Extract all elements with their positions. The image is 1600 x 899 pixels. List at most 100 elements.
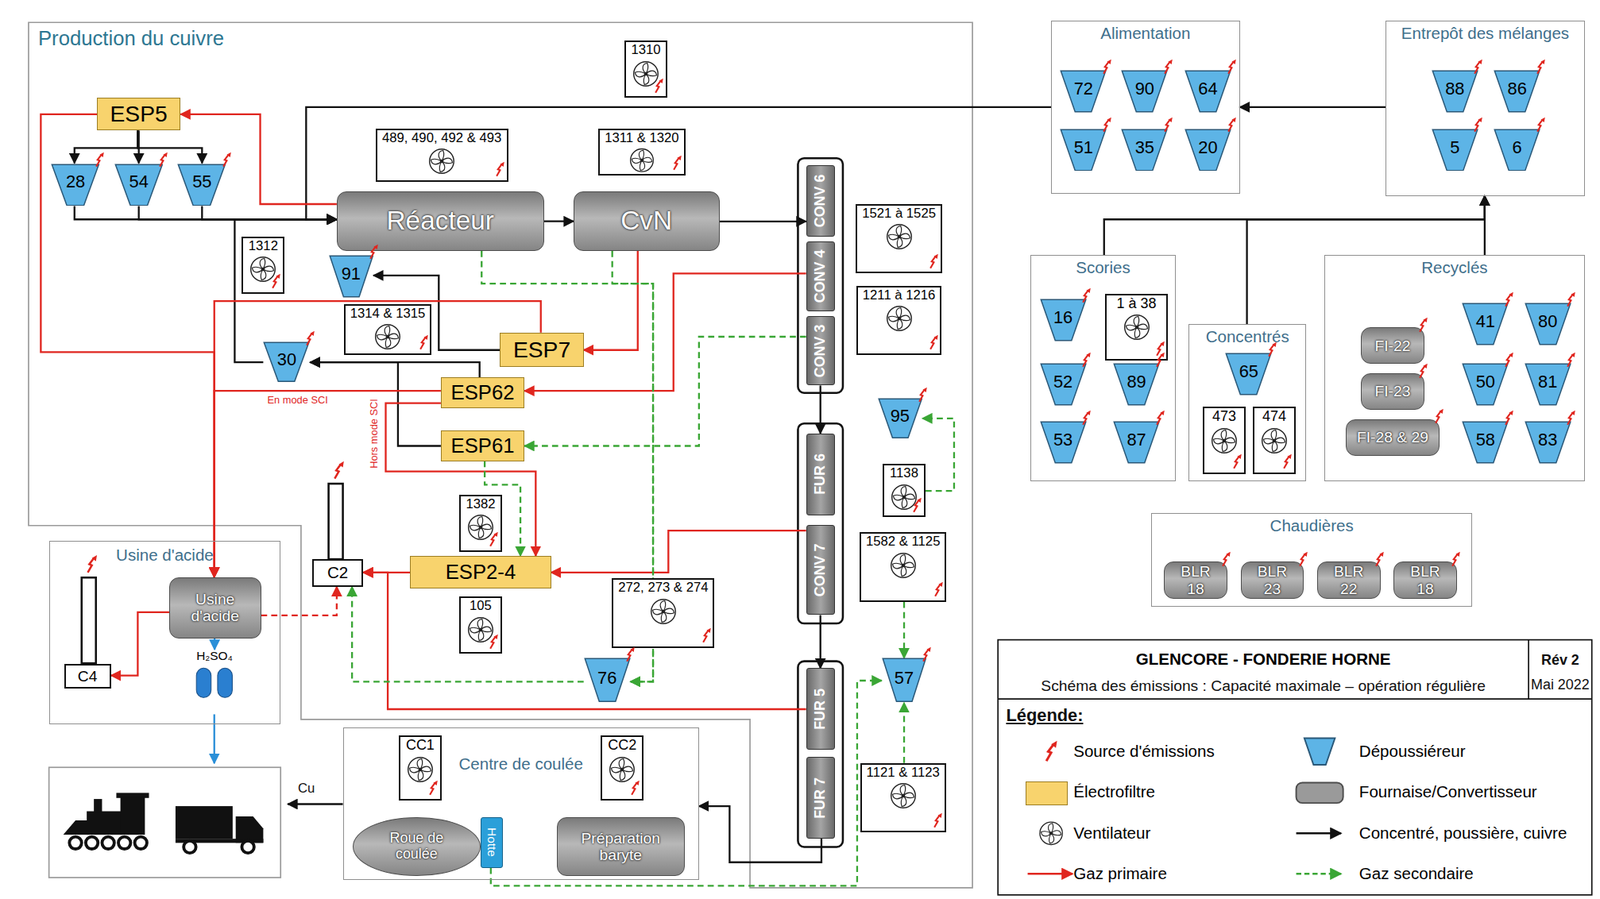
area-region: Scories161 à 3852895387 (1030, 255, 1175, 482)
flow-connector (74, 130, 139, 163)
acid-arrow (213, 714, 216, 764)
dust-collector: 52 (1039, 363, 1087, 406)
flow-connector (234, 219, 337, 363)
dust-shape (115, 164, 163, 205)
dust-collector: 72 (1059, 69, 1107, 113)
node-label: 35 (1135, 138, 1155, 158)
node-label: CONV 6 (812, 174, 829, 229)
converter-box: CONV 3 (806, 316, 835, 386)
column-outline (797, 423, 843, 624)
node-label: 1211 à 1216 (862, 288, 936, 303)
hood-box: Hotte (480, 817, 503, 869)
node-label: 81 (1538, 372, 1558, 392)
emission-mark (1418, 363, 1429, 380)
fan-icon (892, 484, 917, 510)
emission-mark (1503, 351, 1515, 369)
emission-mark (273, 274, 282, 289)
emission-mark (912, 497, 923, 515)
legend-swatch (1294, 777, 1345, 809)
electrostatic-precipitator: ESP62 (440, 377, 525, 409)
region-title: Concentrés (1189, 327, 1306, 347)
legend-swatch (1027, 873, 1073, 876)
flow-connector (74, 205, 337, 220)
fan-box: CC2 (600, 735, 644, 801)
dust-collector: 64 (1184, 69, 1232, 113)
dust-collector: 55 (177, 163, 227, 207)
dust-collector: 81 (1524, 363, 1572, 406)
electrostatic-precipitator: ESP7 (499, 332, 584, 368)
node-label: 16 (1053, 308, 1073, 328)
emission-mark (1567, 292, 1576, 307)
node-label: 28 (65, 172, 86, 192)
fan-box: 1311 & 1320 (598, 128, 685, 176)
emission-mark (223, 152, 232, 167)
emission-mark (1267, 341, 1278, 359)
legend-swatch (1295, 782, 1343, 804)
emission-mark (1228, 59, 1237, 74)
emission-mark (1164, 59, 1173, 74)
dust-shape (1061, 71, 1107, 113)
chimney (81, 577, 97, 664)
emission-mark (1081, 287, 1092, 305)
fan-icon (885, 304, 914, 333)
emission-mark (913, 497, 922, 512)
node-label: 80 (1538, 312, 1558, 332)
fan-icon (1212, 428, 1237, 454)
node-label: 30 (277, 350, 297, 370)
note-label: Rév 2 (1528, 653, 1593, 669)
emission-mark (490, 532, 499, 547)
fan-icon (633, 61, 659, 86)
emission-mark (1435, 409, 1444, 424)
node-label: Usine d'acide (176, 591, 255, 625)
node-label: 64 (1198, 79, 1218, 99)
dust-collector: 80 (1524, 302, 1572, 346)
node-label: CC1 (405, 738, 435, 754)
emission-mark (270, 273, 282, 290)
emission-mark (418, 334, 429, 352)
node-label: 272, 273 & 274 (618, 580, 708, 596)
node-label: 54 (129, 172, 149, 192)
truck-icon (183, 841, 196, 854)
emission-mark (1221, 551, 1232, 569)
tank-icon (196, 668, 211, 698)
diagram-title: GLENCORE - FONDERIE HORNE (997, 650, 1529, 669)
emission-mark (1155, 409, 1166, 427)
flow-connector (386, 403, 537, 557)
flow-connector (719, 220, 807, 223)
node-label: Réacteur (386, 206, 494, 236)
emission-mark (1375, 552, 1384, 567)
node-label: Préparation baryte (564, 830, 678, 864)
note-label: Schéma des émissions : Capacité maximale… (997, 677, 1529, 695)
train-icon (115, 792, 149, 798)
emission-mark (221, 151, 232, 169)
emission-mark (1298, 551, 1309, 569)
emission-mark (1450, 551, 1461, 569)
flow-connector (351, 587, 584, 683)
dust-shape (52, 164, 100, 205)
legend-label: Dépoussiéreur (1359, 742, 1466, 762)
chimney (328, 483, 344, 560)
emission-mark (1505, 292, 1514, 307)
node-label: FI-23 (1374, 382, 1411, 400)
fan-icon (888, 551, 918, 580)
emission-mark (496, 162, 505, 177)
emission-mark (921, 646, 932, 664)
node-label: 1121 & 1123 (866, 765, 940, 781)
emission-mark (1164, 117, 1173, 132)
dust-shape (329, 255, 373, 297)
note-label: Hors mode SCI (368, 398, 380, 469)
emission-mark (96, 152, 105, 167)
fan-icon (1124, 315, 1149, 341)
train-icon (63, 820, 89, 835)
dust-collector: 87 (1113, 421, 1160, 464)
column-outline (797, 158, 843, 394)
dust-shape (1494, 71, 1540, 113)
emission-mark (1232, 453, 1243, 471)
node-label: 1311 & 1320 (604, 131, 679, 146)
fan-icon (373, 322, 402, 352)
note-label: Légende: (1005, 706, 1083, 726)
dust-shape (264, 342, 310, 382)
emission-mark (1155, 351, 1166, 369)
emission-mark (1282, 453, 1293, 471)
dust-shape (1061, 129, 1107, 171)
